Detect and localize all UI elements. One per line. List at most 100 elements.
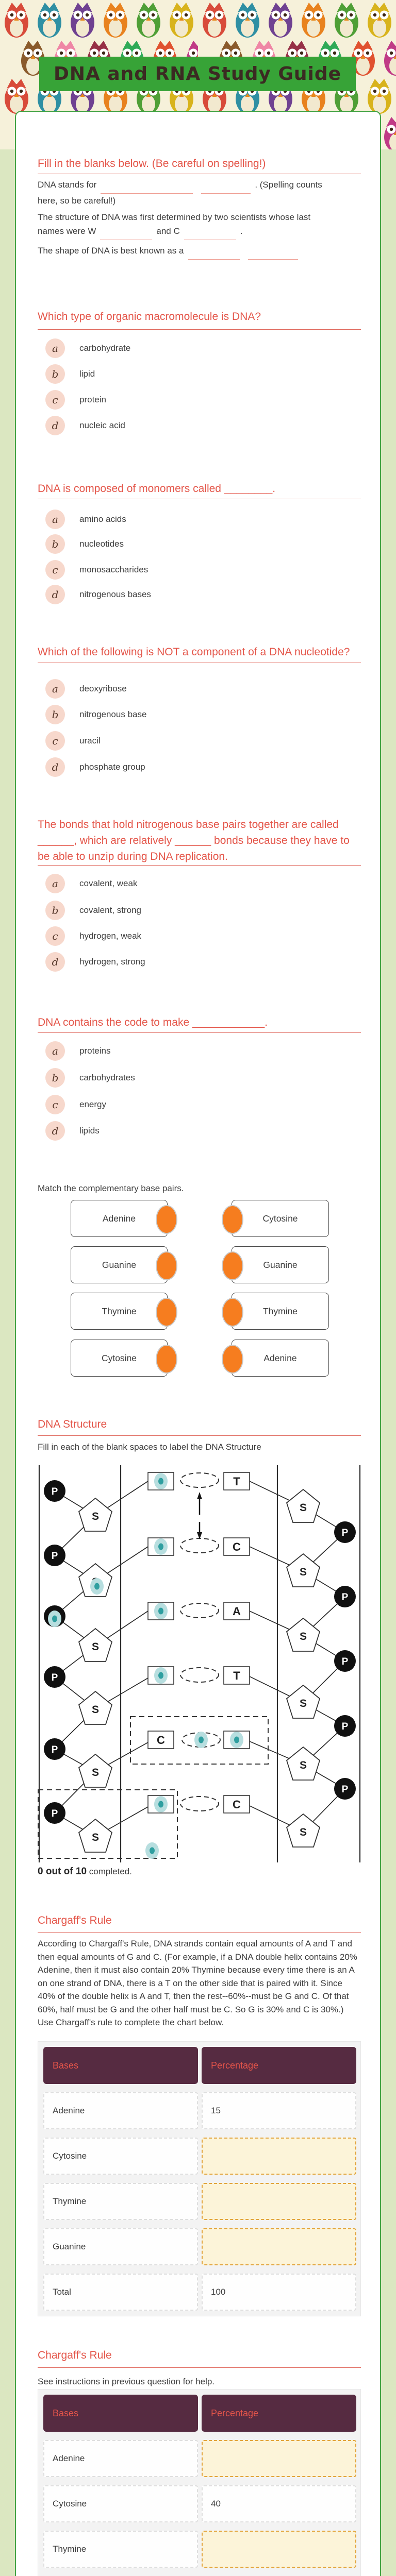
diagram-rails	[38, 1465, 361, 1862]
dna-stands-for-input-1[interactable]	[101, 182, 193, 194]
match-port-icon[interactable]	[222, 1298, 243, 1327]
option-letter-badge[interactable]: d	[45, 952, 65, 972]
option-letter-badge[interactable]: d	[45, 757, 65, 777]
scientist-w-input[interactable]	[100, 228, 153, 240]
option-label: phosphate group	[79, 762, 145, 772]
svg-text:A: A	[233, 1605, 241, 1618]
dna-shape-input-2[interactable]	[248, 248, 298, 260]
percentage-input-cell[interactable]	[202, 2138, 356, 2175]
option-letter-badge[interactable]: c	[45, 560, 65, 580]
dna-shape-input-1[interactable]	[188, 248, 240, 260]
line2a: The structure of DNA was first determine…	[38, 212, 311, 222]
svg-text:S: S	[300, 1698, 307, 1709]
option-letter-badge[interactable]: b	[45, 901, 65, 920]
match-port-icon[interactable]	[156, 1345, 177, 1374]
match-port-icon[interactable]	[156, 1298, 177, 1327]
option-letter-badge[interactable]: d	[45, 585, 65, 604]
option-letter-badge[interactable]: b	[45, 364, 65, 384]
option-letter-badge[interactable]: b	[45, 705, 65, 724]
chargaff2-heading: Chargaff's Rule	[38, 2349, 112, 2361]
option-letter-badge[interactable]: a	[45, 679, 65, 699]
svg-text:S: S	[300, 1566, 307, 1578]
option-label: energy	[79, 1099, 106, 1109]
match-right-cytosine[interactable]: Cytosine	[222, 1200, 329, 1237]
match-port-icon[interactable]	[222, 1205, 243, 1234]
option-letter-badge[interactable]: d	[45, 1121, 65, 1141]
option-letter-badge[interactable]: c	[45, 390, 65, 410]
option-letter-badge[interactable]: a	[45, 874, 65, 893]
match-left-guanine[interactable]: Guanine	[71, 1246, 177, 1283]
section-divider	[38, 1932, 361, 1933]
table-row-base: Thymine	[43, 2183, 198, 2220]
match-port-icon[interactable]	[222, 1251, 243, 1280]
option-letter-badge[interactable]: c	[45, 926, 65, 946]
option-label: covalent, strong	[79, 905, 142, 915]
line2b-after: .	[240, 226, 243, 236]
option-letter-badge[interactable]: c	[45, 731, 65, 751]
option-letter-badge[interactable]: a	[45, 338, 65, 358]
answer-blank-dots[interactable]	[48, 1473, 243, 1859]
chargaff1-paragraph: According to Chargaff's Rule, DNA strand…	[38, 1939, 357, 2027]
option-letter-badge[interactable]: c	[45, 1095, 65, 1114]
section-divider	[38, 865, 361, 866]
match-left-thymine[interactable]: Thymine	[71, 1293, 177, 1330]
svg-text:S: S	[300, 1502, 307, 1514]
svg-text:C: C	[157, 1734, 165, 1747]
q-bonds-option-b[interactable]: b covalent, strong	[45, 901, 141, 920]
blank-dot-icon	[154, 1603, 168, 1619]
match-right-adenine[interactable]: Adenine	[222, 1340, 329, 1377]
option-label: proteins	[79, 1046, 111, 1056]
option-letter-badge[interactable]: b	[45, 1068, 65, 1088]
svg-text:S: S	[92, 1832, 99, 1843]
match-right-guanine[interactable]: Guanine	[222, 1246, 329, 1283]
match-port-icon[interactable]	[156, 1205, 177, 1234]
option-letter-badge[interactable]: d	[45, 416, 65, 435]
match-port-icon[interactable]	[222, 1345, 243, 1374]
svg-text:C: C	[233, 1798, 241, 1811]
percentage-input-cell[interactable]	[202, 2440, 356, 2477]
dna-structure-progress: 0 out of 10 completed.	[38, 1866, 132, 1877]
match-left-cytosine[interactable]: Cytosine	[71, 1340, 177, 1377]
match-label: Adenine	[263, 1352, 297, 1363]
table-row-base: Adenine	[43, 2092, 198, 2129]
q-code-option-a[interactable]: a proteins	[45, 1041, 110, 1061]
option-label: hydrogen, strong	[79, 957, 145, 967]
q-bonds-option-d[interactable]: d hydrogen, strong	[45, 952, 145, 972]
table-row-base: Adenine	[43, 2440, 198, 2477]
table-row-base: Guanine	[43, 2228, 198, 2265]
option-letter-badge[interactable]: b	[45, 534, 65, 554]
fill-blanks-line2: The structure of DNA was first determine…	[38, 210, 361, 240]
q-monomers-option-b[interactable]: b nucleotides	[45, 534, 124, 554]
percentage-input-cell[interactable]	[202, 2531, 356, 2568]
percentage-input-cell[interactable]	[202, 2183, 356, 2220]
option-letter-badge[interactable]: a	[45, 510, 65, 529]
scientist-c-input[interactable]	[184, 228, 236, 240]
svg-text:S: S	[300, 1631, 307, 1642]
option-label: nucleotides	[79, 539, 124, 549]
dna-stands-for-input-2[interactable]	[201, 182, 251, 194]
match-port-icon[interactable]	[156, 1251, 177, 1280]
q-not-component-option-d[interactable]: d phosphate group	[45, 757, 145, 777]
match-left-adenine[interactable]: Adenine	[71, 1200, 177, 1237]
percentage-input-cell[interactable]	[202, 2228, 356, 2265]
option-letter-badge[interactable]: a	[45, 1041, 65, 1061]
match-right-thymine[interactable]: Thymine	[222, 1293, 329, 1330]
q-code-option-c[interactable]: c energy	[45, 1095, 106, 1114]
table-row-base: Thymine	[43, 2531, 198, 2568]
